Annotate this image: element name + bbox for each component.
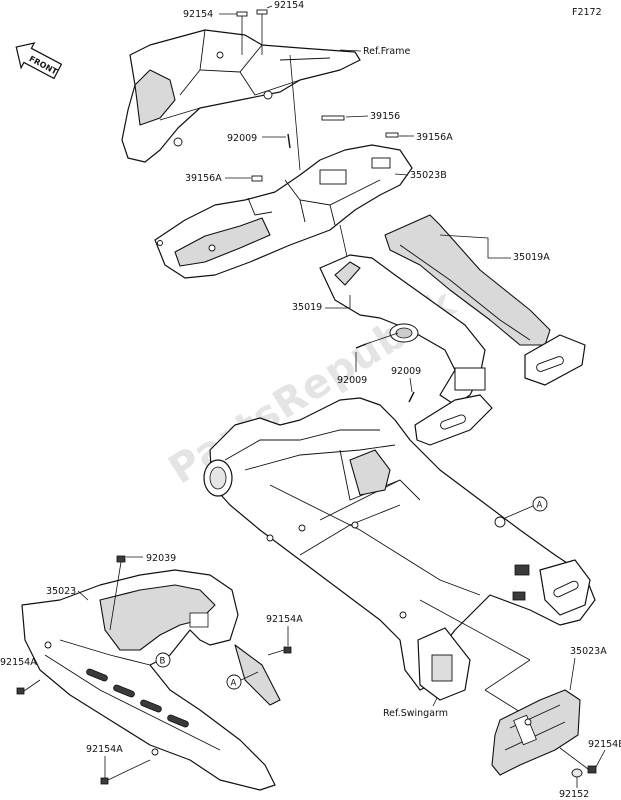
bolt-92154-right [256,9,268,55]
label-92154A-bottom: 92154A [86,744,123,755]
callout-a-right-label: A [537,501,543,511]
label-39156A-left: 39156A [185,173,222,184]
label-35023: 35023 [46,586,76,597]
label-92154-right: 92154 [274,0,304,11]
label-92009-mid-left: 92009 [337,375,367,386]
swingarm [203,397,596,701]
label-92154A-mid: 92154A [266,614,303,625]
callout-a-right [532,496,548,512]
chain-guard-cover-35023A [491,689,581,776]
license-bracket-35019A [384,214,586,386]
label-35019: 35019 [292,302,322,313]
chain-guard-35023 [21,569,281,791]
label-92154-left: 92154 [183,9,213,20]
label-35023B: 35023B [410,170,447,181]
label-39156: 39156 [370,111,400,122]
label-92009-mid-right: 92009 [391,366,421,377]
callout-b-bottom-label: B [160,657,166,667]
rear-frame [121,29,361,163]
rear-fender-35019 [319,254,493,446]
figure-code: F2172 [572,7,602,18]
callout-a-bottom-label: A [231,679,237,689]
label-39156A-right: 39156A [416,132,453,143]
label-35023A: 35023A [570,646,607,657]
label-92154A-left: 92154A [0,657,37,668]
label-92039: 92039 [146,553,176,564]
callout-b-bottom [155,652,171,668]
screw-92009-top [287,133,291,149]
label-ref-frame: Ref.Frame [363,46,410,57]
label-92009-top: 92009 [227,133,257,144]
label-92152: 92152 [559,789,589,800]
label-35019A: 35019A [513,252,550,263]
callout-a-bottom [226,674,242,690]
rear-fender-35023B [154,144,413,279]
pad-39156 [321,115,345,121]
label-ref-swingarm: Ref.Swingarm [383,708,448,719]
label-92154B: 92154B [588,739,621,750]
front-arrow-icon: FRONT [15,42,63,80]
